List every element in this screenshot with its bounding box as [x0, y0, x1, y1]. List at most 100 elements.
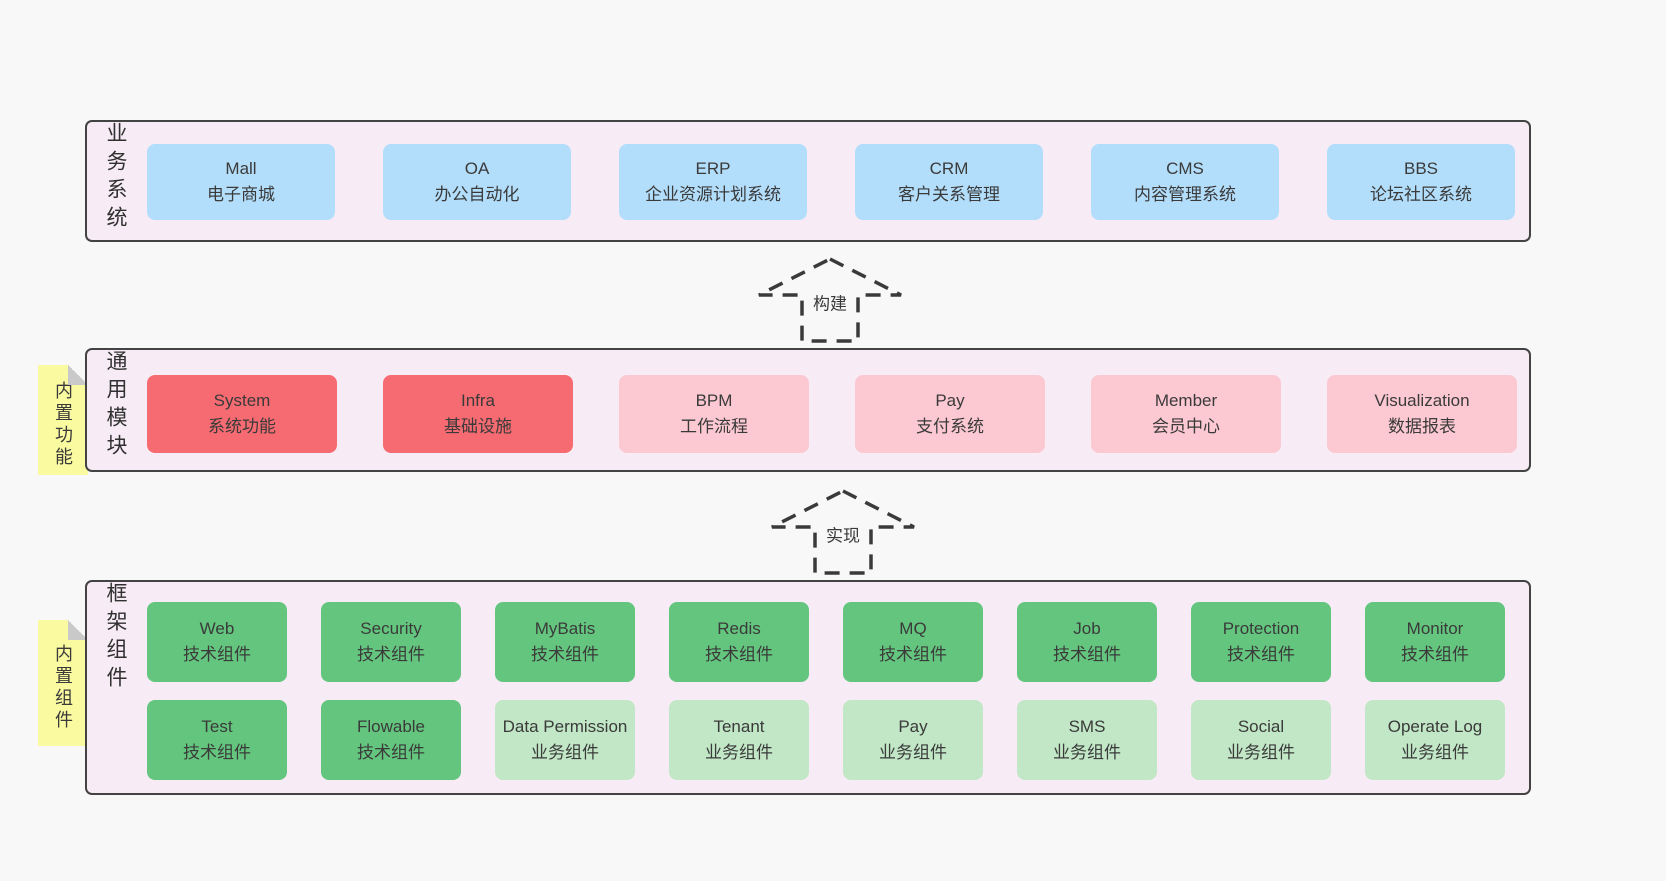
box-name: Pay	[935, 391, 965, 410]
box-desc: 基础设施	[444, 417, 512, 436]
box-cms: CMS 内容管理系统	[1091, 144, 1279, 220]
box-name: Data Permission	[502, 717, 628, 736]
implement-arrow: 实现	[768, 488, 918, 576]
box-erp: ERP 企业资源计划系统	[619, 144, 807, 220]
box-desc: 技术组件	[183, 743, 251, 762]
box-name: Web	[199, 619, 235, 638]
box-pay: Pay 支付系统	[855, 375, 1045, 453]
box-desc: 技术组件	[531, 645, 599, 664]
box-desc: 会员中心	[1152, 417, 1220, 436]
box-desc: 技术组件	[1227, 645, 1295, 664]
box-desc: 业务组件	[705, 743, 773, 762]
box-desc: 数据报表	[1388, 417, 1456, 436]
box-tenant: Tenant 业务组件	[669, 700, 809, 780]
box-name: BBS	[1403, 159, 1439, 178]
box-desc: 客户关系管理	[898, 185, 1000, 204]
box-member: Member 会员中心	[1091, 375, 1281, 453]
box-desc: 业务组件	[1227, 743, 1295, 762]
box-security: Security 技术组件	[321, 602, 461, 682]
box-name: Flowable	[356, 717, 426, 736]
box-name: Tenant	[713, 717, 765, 736]
box-desc: 技术组件	[705, 645, 773, 664]
box-name: Redis	[717, 619, 761, 638]
box-desc: 技术组件	[357, 743, 425, 762]
build-arrow: 构建	[755, 256, 905, 344]
layer-framework-components: 框架组件 Web 技术组件 Security 技术组件 MyBatis 技术组件…	[85, 580, 1531, 795]
box-sms: SMS 业务组件	[1017, 700, 1157, 780]
box-test: Test 技术组件	[147, 700, 287, 780]
box-mall: Mall 电子商城	[147, 144, 335, 220]
box-name: Social	[1237, 717, 1285, 736]
box-name: Security	[360, 619, 422, 638]
box-name: Infra	[460, 391, 496, 410]
box-desc: 技术组件	[879, 645, 947, 664]
arrow-label-build: 构建	[811, 289, 849, 315]
box-name: Operate Log	[1387, 717, 1483, 736]
box-desc: 支付系统	[916, 417, 984, 436]
box-name: System	[213, 391, 271, 410]
box-name: Job	[1073, 619, 1101, 638]
box-desc: 技术组件	[1053, 645, 1121, 664]
arrow-label-implement: 实现	[824, 521, 862, 547]
layer-business-systems: 业务系统 Mall 电子商城 OA 办公自动化 ERP 企业资源计划系统 CRM…	[85, 120, 1531, 242]
box-bpm: BPM 工作流程	[619, 375, 809, 453]
folded-corner-icon	[68, 365, 88, 385]
box-name: CMS	[1166, 159, 1204, 178]
box-oa: OA 办公自动化	[383, 144, 571, 220]
box-data-permission: Data Permission 业务组件	[495, 700, 635, 780]
box-name: BPM	[695, 391, 733, 410]
box-redis: Redis 技术组件	[669, 602, 809, 682]
box-name: CRM	[929, 159, 969, 178]
box-name: MQ	[899, 619, 927, 638]
box-desc: 技术组件	[357, 645, 425, 664]
box-monitor: Monitor 技术组件	[1365, 602, 1505, 682]
box-name: Monitor	[1406, 619, 1464, 638]
box-name: SMS	[1068, 717, 1106, 736]
sticky-note-label: 内置组件	[53, 644, 73, 732]
sticky-note-label: 内置功能	[53, 381, 73, 469]
box-crm: CRM 客户关系管理	[855, 144, 1043, 220]
box-job: Job 技术组件	[1017, 602, 1157, 682]
box-name: MyBatis	[534, 619, 596, 638]
box-desc: 技术组件	[183, 645, 251, 664]
box-flowable: Flowable 技术组件	[321, 700, 461, 780]
box-name: ERP	[695, 159, 731, 178]
box-desc: 业务组件	[879, 743, 947, 762]
box-visualization: Visualization 数据报表	[1327, 375, 1517, 453]
layer-title: 业务系统	[104, 122, 127, 234]
layer-title: 框架组件	[104, 582, 127, 694]
box-pay-component: Pay 业务组件	[843, 700, 983, 780]
box-desc: 论坛社区系统	[1370, 185, 1472, 204]
box-desc: 工作流程	[680, 417, 748, 436]
box-name: Mall	[225, 159, 257, 178]
box-mybatis: MyBatis 技术组件	[495, 602, 635, 682]
box-desc: 技术组件	[1401, 645, 1469, 664]
box-desc: 业务组件	[1401, 743, 1469, 762]
box-desc: 电子商城	[207, 185, 275, 204]
dashed-up-arrow-icon	[771, 489, 915, 575]
sticky-note-built-in-components: 内置组件	[38, 620, 88, 746]
box-name: OA	[464, 159, 490, 178]
box-bbs: BBS 论坛社区系统	[1327, 144, 1515, 220]
box-social: Social 业务组件	[1191, 700, 1331, 780]
box-desc: 业务组件	[1053, 743, 1121, 762]
box-operate-log: Operate Log 业务组件	[1365, 700, 1505, 780]
box-name: Pay	[898, 717, 928, 736]
box-desc: 系统功能	[208, 417, 276, 436]
box-name: Protection	[1222, 619, 1300, 638]
box-name: Test	[201, 717, 233, 736]
box-desc: 内容管理系统	[1134, 185, 1236, 204]
box-infra: Infra 基础设施	[383, 375, 573, 453]
box-web: Web 技术组件	[147, 602, 287, 682]
sticky-note-built-in-functions: 内置功能	[38, 365, 88, 475]
box-desc: 业务组件	[531, 743, 599, 762]
dashed-up-arrow-icon	[758, 257, 902, 343]
layer-common-modules: 通用模块 System 系统功能 Infra 基础设施 BPM 工作流程 Pay…	[85, 348, 1531, 472]
box-name: Member	[1154, 391, 1218, 410]
box-desc: 企业资源计划系统	[645, 185, 781, 204]
box-desc: 办公自动化	[434, 185, 520, 204]
box-system: System 系统功能	[147, 375, 337, 453]
box-protection: Protection 技术组件	[1191, 602, 1331, 682]
folded-corner-icon	[68, 620, 88, 640]
